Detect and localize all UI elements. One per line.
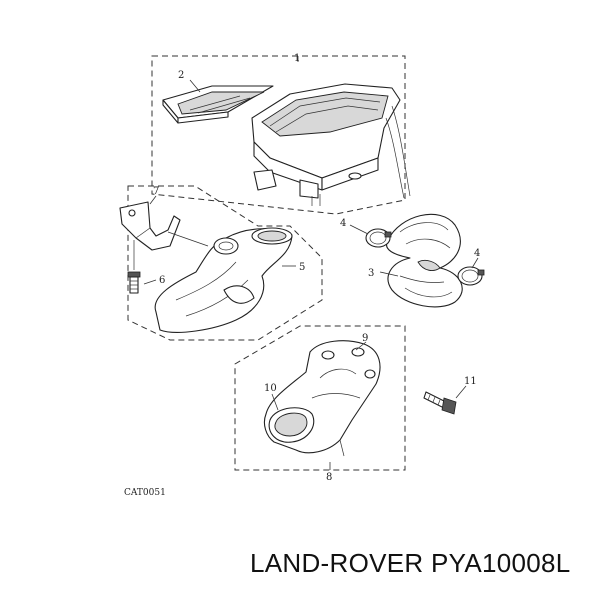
callout-3: 3	[368, 268, 374, 279]
callout-4-left: 4	[340, 218, 346, 229]
group-outline-5	[127, 185, 323, 341]
air-cleaner-group: 1 2	[151, 53, 411, 215]
air-cleaner-housing	[251, 83, 411, 206]
callout-4-right: 4	[474, 248, 480, 259]
hose-clamp-left	[365, 228, 392, 248]
mounting-bracket	[119, 201, 181, 251]
filter-element	[162, 85, 274, 124]
callout-2: 2	[178, 70, 184, 81]
callout-1: 1	[294, 53, 300, 64]
callout-6: 6	[159, 275, 165, 286]
catalog-code: CAT0051	[124, 488, 166, 498]
group-outline-8	[234, 325, 406, 471]
callout-5: 5	[299, 262, 305, 273]
callout-7: 7	[153, 186, 159, 197]
resonator-body	[263, 340, 381, 457]
callout-8: 8	[326, 472, 332, 483]
intake-hose-group: 4 4 3	[340, 213, 485, 308]
callout-9: 9	[362, 333, 368, 344]
hose-clamp-right	[457, 266, 485, 286]
inlet-duct-group: 5 7 6	[119, 185, 323, 341]
group-outline-1	[151, 55, 406, 215]
part-number-title: LAND-ROVER PYA10008L	[250, 548, 571, 578]
resonator-group: 9 10 8	[234, 325, 406, 483]
bolt-6	[127, 240, 141, 294]
inlet-duct	[154, 227, 293, 333]
callout-11: 11	[464, 376, 477, 387]
bolt-11	[423, 391, 457, 415]
callout-10: 10	[264, 383, 277, 394]
